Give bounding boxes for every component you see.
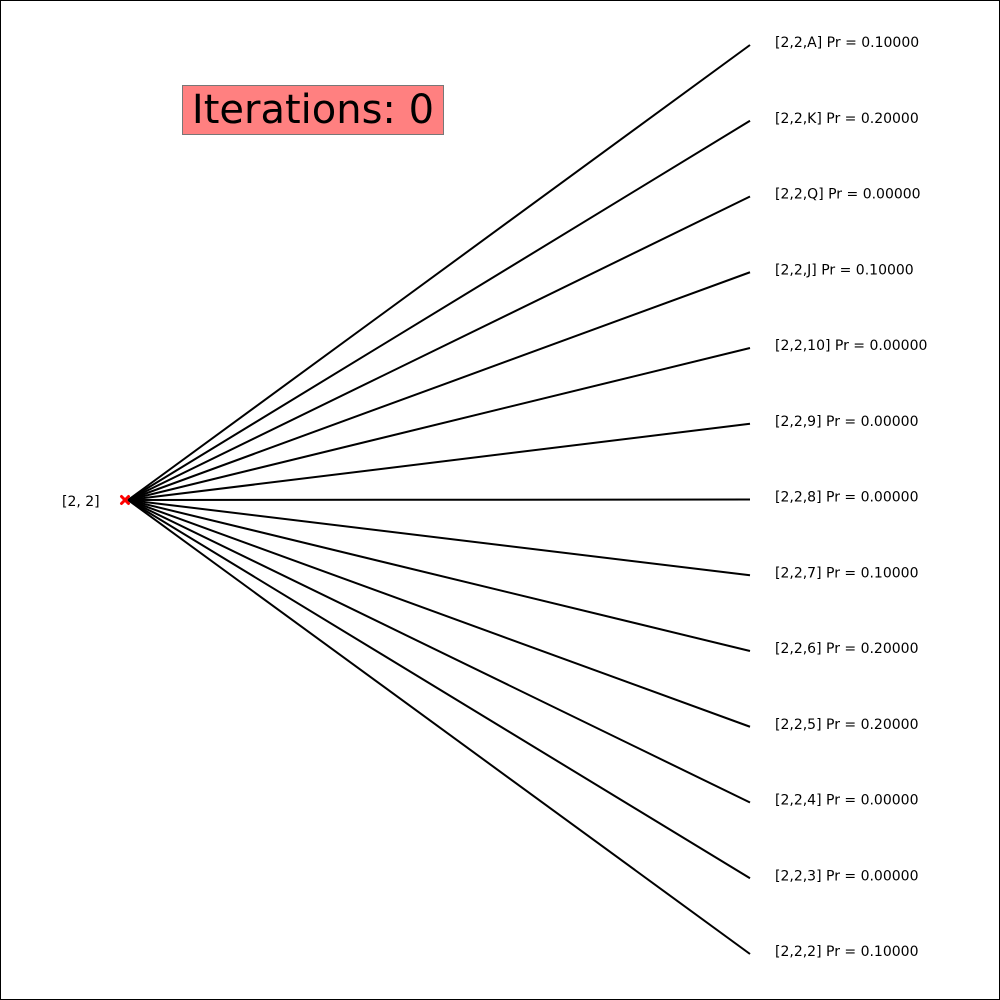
leaf-label: [2,2,3] Pr = 0.00000	[775, 868, 918, 884]
iterations-counter: Iterations: 0	[182, 85, 444, 135]
leaf-label: [2,2,2] Pr = 0.10000	[775, 944, 918, 960]
tree-edge	[127, 195, 751, 501]
leaf-label: [2,2,5] Pr = 0.20000	[775, 717, 918, 733]
leaf-label: [2,2,4] Pr = 0.00000	[775, 793, 918, 809]
tree-edge	[127, 499, 751, 652]
tree-edge	[127, 499, 751, 880]
leaf-label: [2,2,Q] Pr = 0.00000	[775, 187, 921, 203]
root-marker-stroke	[120, 495, 130, 505]
leaf-label: [2,2,A] Pr = 0.10000	[775, 35, 919, 51]
leaf-label: [2,2,K] Pr = 0.20000	[775, 111, 919, 127]
leaf-labels-group: [2,2,A] Pr = 0.10000 [2,2,K] Pr = 0.20000…	[775, 35, 927, 960]
tree-edge	[127, 119, 751, 501]
tree-edge	[127, 347, 751, 501]
tree-edge	[127, 271, 751, 501]
tree-edge	[127, 498, 751, 501]
tree-edge	[127, 44, 751, 501]
leaf-label: [2,2,7] Pr = 0.10000	[775, 565, 918, 581]
iterations-text: Iterations: 0	[191, 87, 435, 133]
tree-edge	[127, 422, 751, 501]
leaf-label: [2,2,J] Pr = 0.10000	[775, 262, 914, 278]
leaf-label: [2,2,6] Pr = 0.20000	[775, 641, 918, 657]
leaf-label: [2,2,9] Pr = 0.00000	[775, 414, 918, 430]
leaf-label: [2,2,8] Pr = 0.00000	[775, 490, 918, 506]
tree-edge	[127, 499, 751, 804]
root-label: [2, 2]	[62, 494, 100, 510]
tree-edge	[127, 499, 751, 577]
tree-edge	[127, 499, 751, 955]
root-marker-icon	[120, 495, 130, 505]
edges-group	[127, 44, 751, 955]
tree-edge	[127, 499, 751, 728]
root-node: [2, 2]	[62, 494, 130, 510]
leaf-label: [2,2,10] Pr = 0.00000	[775, 338, 927, 354]
